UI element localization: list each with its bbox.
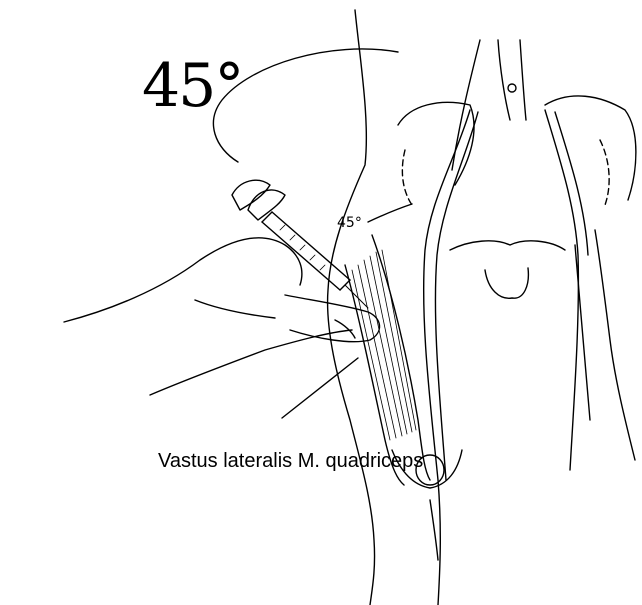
pelvis-ilium-right xyxy=(545,96,636,200)
sacrum xyxy=(485,268,528,298)
femoral-vessel-left xyxy=(424,110,470,605)
syringe xyxy=(232,180,368,308)
lower-leg-line xyxy=(430,500,438,560)
femur-right xyxy=(595,230,635,460)
pelvis-ilium-left-dashed xyxy=(402,150,412,205)
angle-label-large: 45° xyxy=(142,56,242,116)
femoral-vessel-right-2 xyxy=(555,112,588,255)
vertebra xyxy=(508,84,516,92)
muscle-striations xyxy=(352,250,416,440)
muscle-caption: Vastus lateralis M. quadriceps xyxy=(158,450,423,472)
femoral-vessel-right xyxy=(545,110,578,470)
pelvis-ilium-right-dashed xyxy=(600,140,609,205)
angle-label-small: 45° xyxy=(337,216,362,230)
femoral-vessel-left-2 xyxy=(435,112,478,480)
angle-arc-small xyxy=(368,204,412,222)
spine xyxy=(498,40,526,120)
pubic-region xyxy=(450,241,565,250)
